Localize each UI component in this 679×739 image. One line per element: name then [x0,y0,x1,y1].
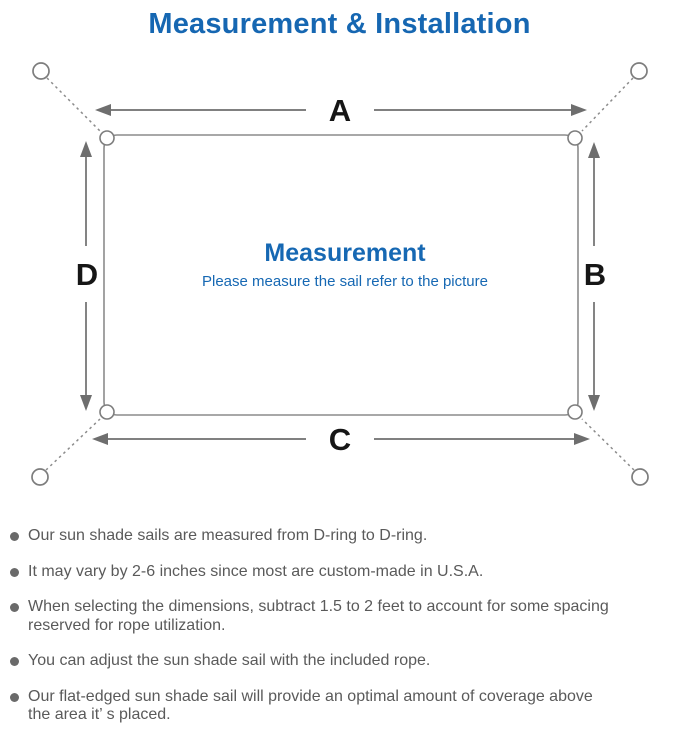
bullet-icon [10,692,19,702]
dimension-label-c: C [329,422,351,457]
note-line: the area it’ s placed. [28,706,171,723]
note-line: It may vary by 2-6 inches since most are… [28,562,484,580]
notes-list: Our sun shade sails are measured from D-… [0,527,679,725]
diagram-center-title: Measurement [264,239,426,267]
tether-line-top-right [581,77,634,132]
dring-icon-top-right [567,130,583,146]
dring-icon-bottom-right [567,404,583,420]
note-line: Our sun shade sails are measured from D-… [28,527,428,544]
arrowhead-left-icon [92,433,108,445]
arrowhead-down-icon [588,395,600,411]
dring-icon-top-left [99,130,115,146]
arrowhead-up-icon [588,142,600,158]
diagram-center-subtitle: Please measure the sail refer to the pic… [202,273,488,290]
tether-line-bottom-left [45,418,101,471]
dimension-arrow-d [80,141,92,411]
arrowhead-right-icon [571,104,587,116]
note-line: When selecting the dimensions, subtract … [28,598,609,615]
note-line: You can adjust the sun shade sail with t… [28,652,431,669]
sail-panel [103,134,579,416]
tether-lines [45,77,635,471]
dimension-arrow-a [95,104,587,116]
note-item: Our flat-edged sun shade sail will provi… [10,688,675,725]
note-line: reserved for rope utilization. [28,616,226,634]
corner-drings [99,130,583,420]
dimension-label-b: B [584,257,606,292]
tether-line-bottom-right [581,418,635,471]
dimension-label-d: D [76,257,98,292]
bullet-icon [10,603,19,612]
note-item: Our sun shade sails are measured from D-… [10,527,675,546]
anchor-ring-icon-top-left [32,62,50,80]
measurement-diagram: A C D B Measurement Please measure the s… [31,62,649,486]
dimension-label-a: A [329,93,351,128]
anchor-ring-icon-top-right [630,62,648,80]
note-line: Our flat-edged sun shade sail will provi… [28,687,593,705]
note-item: You can adjust the sun shade sail with t… [10,652,675,671]
arrowhead-down-icon [80,395,92,411]
anchor-ring-icon-bottom-left [31,468,49,486]
arrowhead-right-icon [574,433,590,445]
dimension-arrow-b [588,142,600,411]
bullet-icon [10,657,19,666]
arrowhead-left-icon [95,104,111,116]
tether-line-top-left [46,77,101,132]
dimension-arrow-c [92,433,590,445]
note-item: It may vary by 2-6 inches since most are… [10,563,675,582]
dring-icon-bottom-left [99,404,115,420]
note-item: When selecting the dimensions, subtract … [10,598,675,635]
bullet-icon [10,532,19,541]
arrowhead-up-icon [80,141,92,157]
anchor-ring-icon-bottom-right [631,468,649,486]
anchor-rings [31,62,649,486]
page-title: Measurement & Installation [148,8,531,40]
bullet-icon [10,567,19,577]
